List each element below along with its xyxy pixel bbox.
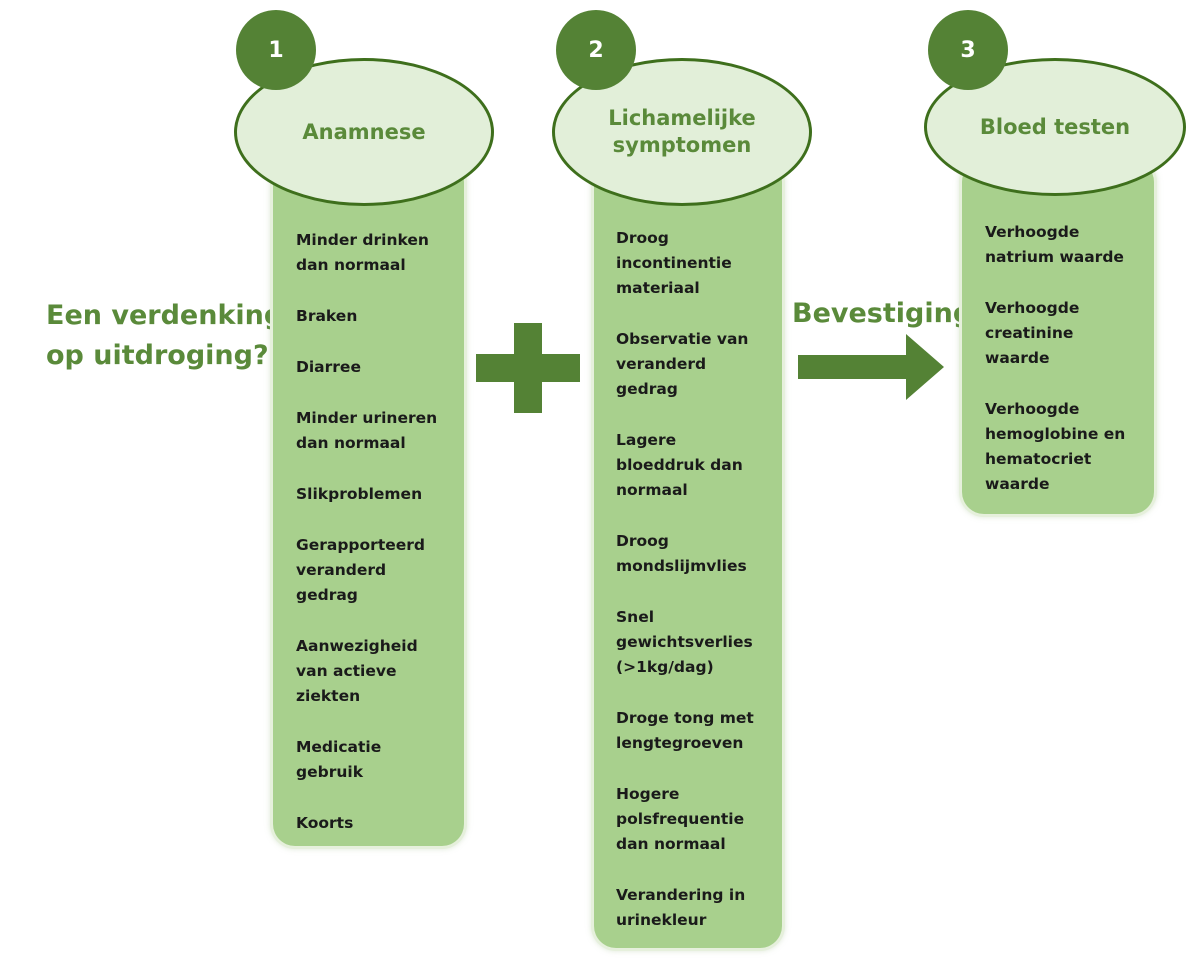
step-2-column: Droog incontinentie materiaal Observatie… [594, 160, 782, 948]
step-2-item: Lagere bloeddruk dan normaal [616, 431, 743, 499]
step-1-column: Minder drinken dan normaal Braken Diarre… [273, 160, 464, 846]
step-3-item: Verhoogde hemoglobine en hematocriet waa… [985, 400, 1126, 493]
step-2-badge: 2 [556, 10, 636, 90]
step-1-badge: 1 [236, 10, 316, 90]
step-3-badge: 3 [928, 10, 1008, 90]
step-3-items: Verhoogde natrium waarde Verhoogde creat… [985, 220, 1147, 523]
plus-icon [476, 323, 580, 413]
step-1-items: Minder drinken dan normaal Braken Diarre… [296, 228, 461, 862]
step-2-item: Hogere polsfrequentie dan normaal [616, 785, 745, 853]
step-1-item: Minder urineren dan normaal [296, 409, 438, 452]
step-2-item: Snel gewichtsverlies (>1kg/dag) [616, 608, 753, 676]
arrow-right-icon [798, 334, 944, 400]
step-1-item: Aanwezigheid van actieve ziekten [296, 637, 418, 705]
step-2-title-line-1: Lichamelijke [608, 106, 756, 130]
step-3-title: Bloed testen [979, 114, 1131, 139]
step-1-item: Slikproblemen [296, 485, 423, 503]
step-2-oval: Lichamelijke symptomen [552, 58, 812, 206]
step-2-title: Lichamelijke symptomen [608, 105, 756, 159]
step-1-number: 1 [268, 37, 284, 63]
step-1-item: Braken [296, 307, 358, 325]
step-1-item: Medicatie gebruik [296, 738, 382, 781]
step-3-item: Verhoogde natrium waarde [985, 223, 1124, 266]
step-2-item: Droog incontinentie materiaal [616, 229, 732, 297]
step-2-item: Droge tong met lengtegroeven [616, 709, 754, 752]
step-2-items: Droog incontinentie materiaal Observatie… [616, 226, 776, 959]
step-2-item: Verandering in urinekleur [616, 886, 746, 929]
step-2-item: Observatie van veranderd gedrag [616, 330, 749, 398]
step-1-item: Diarree [296, 358, 361, 376]
step-1-item: Minder drinken dan normaal [296, 231, 429, 274]
step-1-item: Gerapporteerd veranderd gedrag [296, 536, 425, 604]
step-2-title-line-2: symptomen [612, 133, 752, 157]
step-2-item: Droog mondslijmvlies [616, 532, 747, 575]
diagnosis-question: Een verdenking op uitdroging? [46, 296, 286, 376]
question-line-2: op uitdroging? [46, 340, 269, 371]
confirmation-label: Bevestiging [792, 298, 973, 329]
question-line-1: Een verdenking [46, 300, 284, 331]
step-3-item: Verhoogde creatinine waarde [985, 299, 1080, 367]
step-2-number: 2 [588, 37, 604, 63]
step-3-column: Verhoogde natrium waarde Verhoogde creat… [962, 160, 1154, 514]
step-1-title: Anamnese [302, 119, 426, 144]
step-1-item: Koorts [296, 814, 354, 832]
step-3-number: 3 [960, 37, 976, 63]
